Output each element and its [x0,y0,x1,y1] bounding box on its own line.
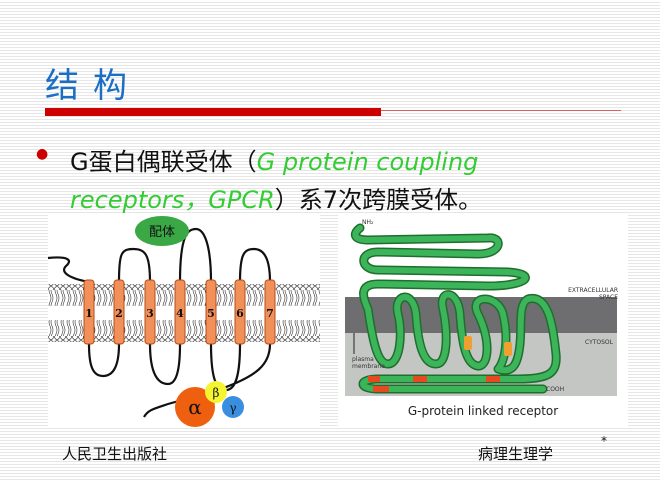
helix-7 [264,279,276,345]
space-label: SPACE [599,294,618,301]
cytosol-label: CYTOSOL [585,339,614,346]
ligand-label: 配体 [149,225,175,240]
helix-label: 3 [146,307,154,320]
footer-slide-marker: * [601,434,607,448]
alpha-label: α [188,395,202,419]
helix-label: 7 [266,307,274,320]
helix-4 [174,279,186,345]
helix-6 [234,279,246,345]
g-alpha-subunit [175,387,215,427]
title-underline-thin [381,110,621,111]
helix-label: 1 [85,307,93,320]
helix-5 [205,279,217,345]
bullet-text-line-1: G蛋白偶联受体（G protein coupling [70,142,478,177]
helix-3 [144,279,156,345]
beta-label: β [213,386,220,400]
helix-label: 5 [207,307,215,320]
extracellular-label: EXTRACELLULAR [568,287,618,294]
red-segments [368,376,500,392]
bullet-text-en-2: receptors，GPCR [70,186,275,214]
membrane-label: membrane [352,363,385,370]
helix-label: 6 [236,307,244,320]
g-gamma-subunit [222,396,244,418]
helix-label: 2 [115,307,123,320]
helix-2 [113,279,125,345]
helix-label: 4 [176,307,184,320]
slide-title: 结构 [45,66,141,106]
figure-caption: G-protein linked receptor [408,404,558,418]
orange-segments [464,336,512,356]
ligand-ellipse [135,216,189,246]
nh2-label: NH₂ [362,219,374,226]
cooh-label: COOH [546,386,564,393]
bullet-text-cn-1: G蛋白偶联受体（ [70,148,257,176]
gpcr-topology-svg: NH₂ EXTRACELLULAR SPACE CYTOSOL plasma m… [345,219,618,418]
g-beta-subunit [205,381,227,403]
title-underline-thick [45,108,381,116]
helix-1 [83,279,95,345]
bullet-text-line-2: receptors，GPCR）系7次跨膜受体。 [70,180,482,215]
gpcr-schematic-svg: 1 2 3 4 5 6 7 配体 α β γ [47,216,320,427]
footer-publisher: 人民卫生出版社 [62,445,168,463]
receptor-chain [352,225,560,392]
footer-course: 病理生理学 [478,445,554,463]
plasma-label: plasma [352,356,374,363]
gpcr-topology-figure: NH₂ EXTRACELLULAR SPACE CYTOSOL plasma m… [338,214,628,428]
bullet-text-en-1: G protein coupling [256,148,479,176]
bullet-dot-icon: ● [36,146,49,162]
gamma-label: γ [229,401,236,415]
gpcr-schematic-figure: 1 2 3 4 5 6 7 配体 α β γ [47,214,320,428]
bullet-text-cn-2: ）系7次跨膜受体。 [274,186,483,214]
